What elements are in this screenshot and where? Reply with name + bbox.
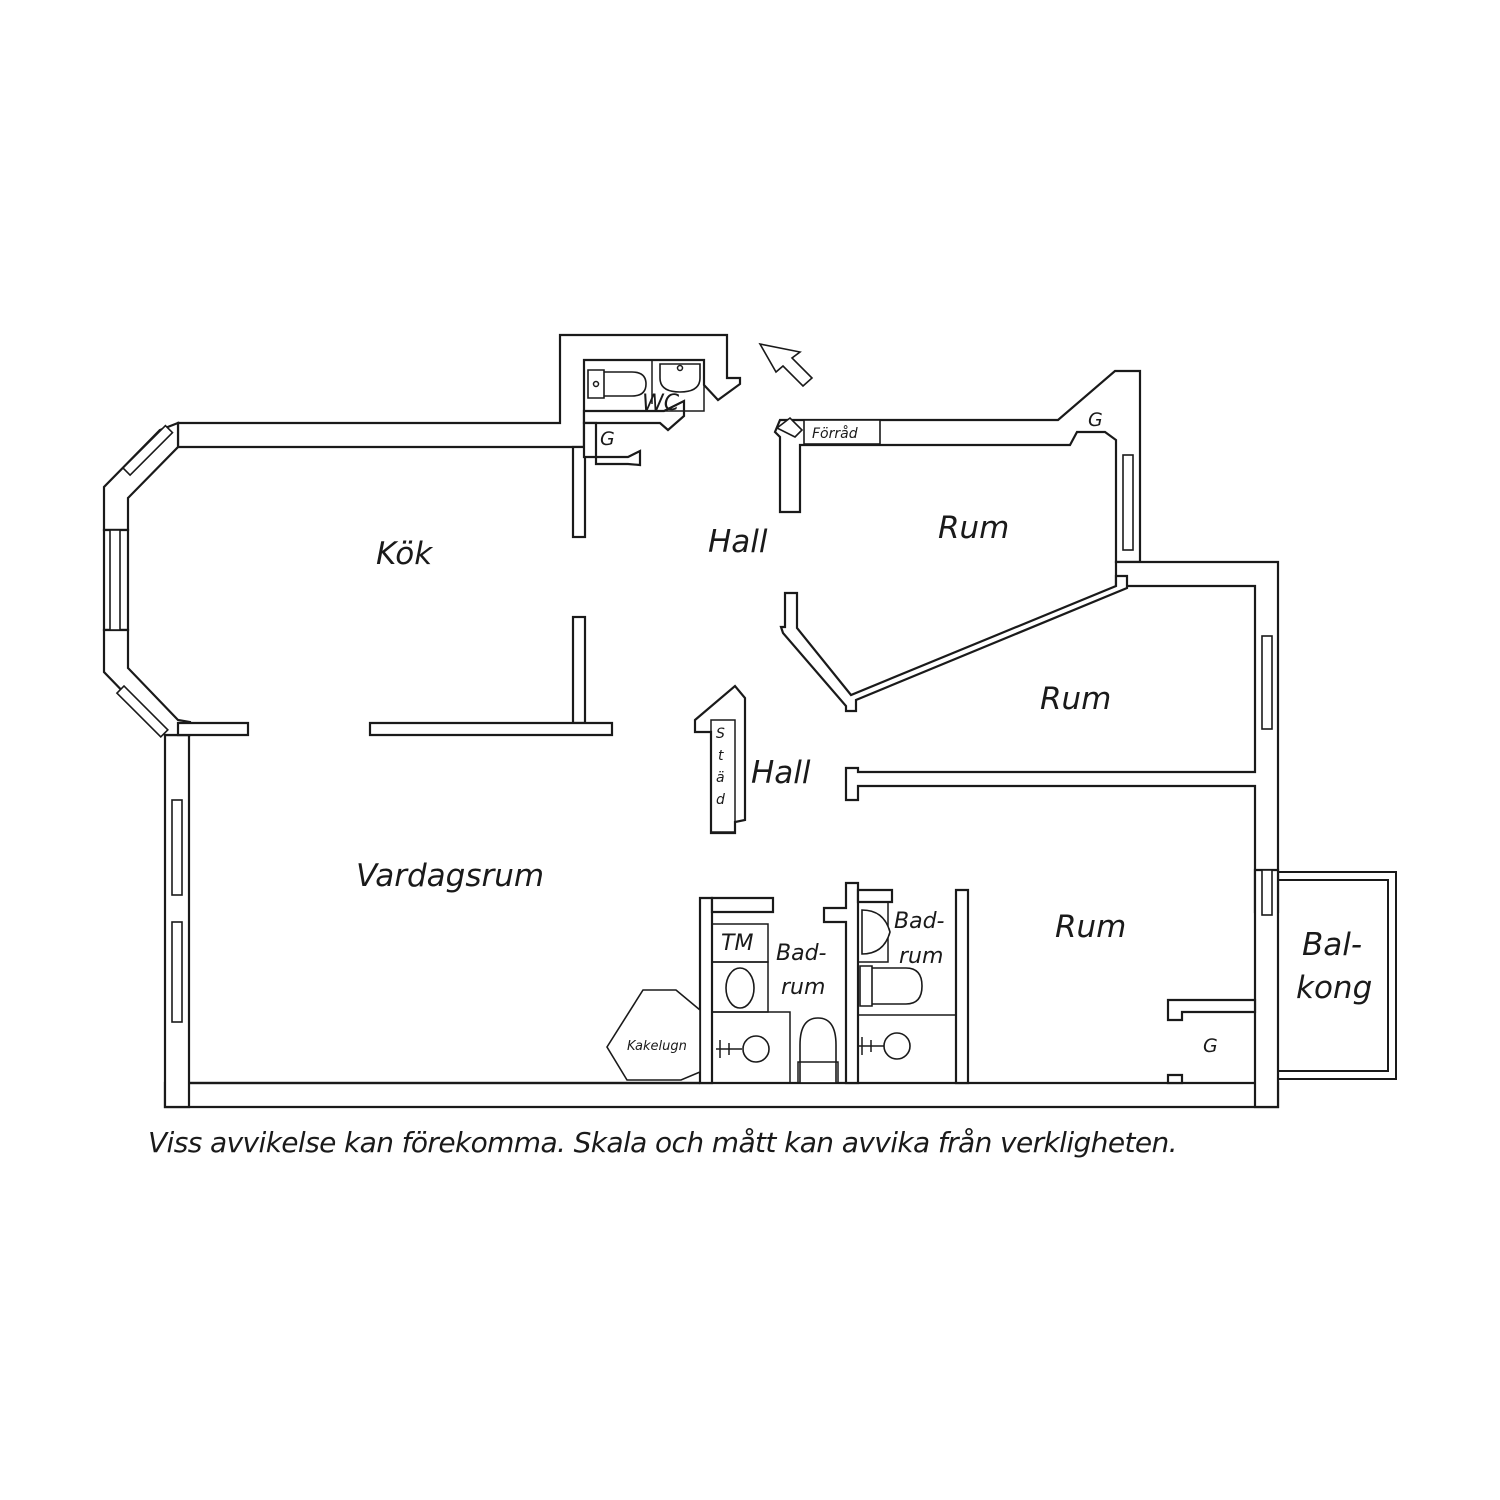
- room-label-badrum-1-line1: Bad-: [776, 941, 827, 966]
- fixture-label-stad-s: S: [716, 726, 725, 742]
- disclaimer-text: Viss avvikelse kan förekomma. Skala och …: [148, 1126, 1178, 1159]
- bad2-shower-icon: [883, 1032, 911, 1060]
- window-vardagsrum-2: [171, 921, 183, 1023]
- bad1-shower-tap-icon: [716, 1040, 742, 1058]
- room-label-balkong-line1: Bal-: [1302, 927, 1362, 963]
- room-label-rum-1: Rum: [938, 510, 1009, 546]
- room-label-wc: WC: [642, 391, 680, 416]
- sink-drain-icon: [676, 364, 684, 372]
- room-label-hall-lower: Hall: [751, 755, 811, 791]
- bad1-shower-icon: [742, 1035, 770, 1063]
- wall-bay-upper: [102, 421, 180, 532]
- stad-box: [710, 719, 736, 833]
- window-kok-lower: [115, 684, 169, 739]
- window-rum3: [1261, 869, 1273, 916]
- room-label-balkong-line2: kong: [1296, 970, 1372, 1006]
- entrance-arrow-icon: [758, 342, 814, 388]
- wall-bad1-left: [698, 896, 714, 1085]
- wall-top-rum1: [773, 369, 1142, 564]
- wall-kok-vardagsrum-left: [176, 721, 250, 737]
- wall-rum3-wardrobe-bottom: [1166, 1073, 1184, 1085]
- sink-icon: [659, 363, 701, 393]
- window-kok-upper: [121, 424, 174, 477]
- balcony: [1278, 871, 1397, 1080]
- fixture-label-garderob-hall: G: [600, 428, 615, 450]
- wall-kok-hall-lower: [571, 615, 587, 725]
- wall-bad2-top: [856, 888, 894, 904]
- room-label-rum-3: Rum: [1055, 909, 1126, 945]
- fixture-label-garderob-rum-1: G: [1088, 409, 1103, 431]
- wall-kok-hall-upper: [571, 445, 587, 539]
- wall-rum1-rum2: [779, 574, 1129, 713]
- interior-walls: [176, 399, 1257, 1085]
- wc-room-outline: [583, 359, 705, 412]
- bad2-sink-icon: [861, 909, 891, 955]
- forrad-box: [803, 419, 881, 445]
- wall-closet-g: [582, 421, 642, 467]
- bad2-toilet-icon: [859, 965, 923, 1007]
- toilet-flush-icon: [592, 380, 600, 388]
- bad1-toilet-icon: [799, 1017, 837, 1084]
- balcony-inner: [1278, 879, 1389, 1072]
- window-rum2: [1261, 635, 1273, 730]
- room-label-badrum-1-line2: rum: [781, 975, 825, 1000]
- room-label-badrum-2-line1: Bad-: [894, 909, 945, 934]
- kakelugn-icon: [606, 989, 701, 1081]
- bad1-shower-area: [711, 1011, 791, 1084]
- windows: [109, 424, 1273, 1023]
- fixture-label-stad-t: t: [718, 748, 724, 764]
- fixture-label-garderob-rum-3: G: [1203, 1035, 1218, 1057]
- fixture-label-kakelugn: Kakelugn: [627, 1039, 687, 1054]
- outer-walls: [102, 333, 1280, 1109]
- bad1-toilet-tank: [797, 1061, 839, 1084]
- fixture-label-tm: TM: [721, 931, 753, 956]
- wall-rum3-wardrobe: [1166, 998, 1257, 1022]
- bad1-sink-icon: [725, 967, 755, 1009]
- room-label-badrum-2-line2: rum: [899, 944, 943, 969]
- wall-left-vardagsrum: [163, 733, 191, 1109]
- toilet-icon: [587, 369, 647, 399]
- wall-bottom: [163, 1081, 1280, 1109]
- window-rum1: [1122, 454, 1134, 551]
- fixture-label-stad-d: d: [716, 792, 725, 808]
- labels: Kök Hall Rum Rum Hall Vardagsrum Rum Bad…: [356, 391, 1372, 1057]
- bad2-shower-tap-icon: [858, 1037, 884, 1055]
- fixture-label-stad-a: ä: [716, 770, 725, 786]
- room-label-vardagsrum: Vardagsrum: [356, 858, 544, 894]
- room-label-rum-2: Rum: [1040, 681, 1111, 717]
- room-label-kok: Kök: [376, 536, 433, 572]
- fixture-label-forrad: Förråd: [812, 425, 858, 442]
- room-label-hall-upper: Hall: [708, 524, 768, 560]
- wall-bad2-right: [954, 888, 970, 1085]
- window-kok-left: [109, 529, 121, 631]
- window-vardagsrum-1: [171, 799, 183, 896]
- fixtures: [583, 359, 957, 1084]
- wall-bad1-top: [710, 896, 775, 914]
- bad2-shower-area: [857, 1014, 957, 1084]
- wall-kok-vardagsrum: [368, 721, 614, 737]
- entrance-door-wall: [775, 416, 804, 438]
- balcony-outer: [1278, 871, 1397, 1080]
